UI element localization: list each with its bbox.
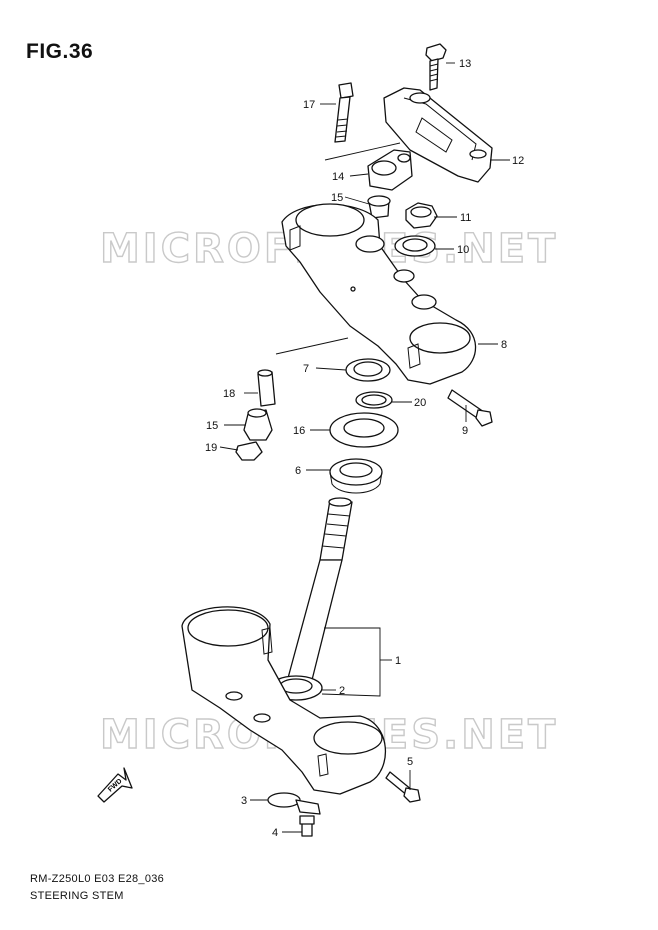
callout-13[interactable]: 13 — [459, 58, 471, 70]
callout-4[interactable]: 4 — [272, 827, 278, 839]
callout-5[interactable]: 5 — [407, 756, 413, 768]
callout-2[interactable]: 2 — [339, 685, 345, 697]
part-1-steering-stem[interactable] — [287, 497, 353, 681]
figure-title: FIG.36 — [26, 40, 94, 63]
part-15-damper-upper[interactable] — [367, 195, 391, 219]
part-6-bearing[interactable] — [329, 458, 383, 494]
part-18-cap-tube[interactable] — [257, 369, 276, 407]
callout-20[interactable]: 20 — [414, 397, 426, 409]
callout-7[interactable]: 7 — [303, 363, 309, 375]
callout-8[interactable]: 8 — [501, 339, 507, 351]
callout-12[interactable]: 12 — [512, 155, 524, 167]
part-17-bolt[interactable] — [334, 82, 354, 143]
drawing-code: RM-Z250L0 E03 E28_036 — [30, 873, 165, 885]
callout-19[interactable]: 19 — [205, 442, 217, 454]
part-15-damper-lower[interactable] — [243, 408, 273, 441]
callout-10[interactable]: 10 — [457, 244, 469, 256]
part-11-stem-nut[interactable] — [405, 202, 438, 229]
fwd-arrow-icon: FWD — [97, 767, 133, 803]
part-5-pinch-bolt[interactable] — [385, 771, 421, 803]
part-7-bearing-race[interactable] — [345, 358, 391, 382]
callout-6[interactable]: 6 — [295, 465, 301, 477]
part-12-handlebar-clamp[interactable] — [383, 87, 493, 183]
part-1-lower-bracket[interactable] — [181, 606, 387, 795]
dashline-17-14 — [324, 142, 401, 161]
callout-1[interactable]: 1 — [395, 655, 401, 667]
part-9-pinch-bolt[interactable] — [447, 389, 493, 427]
callout-11[interactable]: 11 — [460, 212, 471, 224]
part-16-dust-seal[interactable] — [329, 412, 399, 448]
part-10-washer[interactable] — [394, 235, 436, 257]
part-20-o-ring[interactable] — [355, 391, 393, 409]
part-4-bolt[interactable] — [299, 815, 315, 837]
callout-18[interactable]: 18 — [223, 388, 235, 400]
part-13-bolt[interactable] — [425, 43, 447, 91]
part-3-hose-clamp[interactable] — [267, 792, 321, 815]
part-19-bush[interactable] — [235, 441, 263, 461]
leader-lines — [219, 62, 510, 833]
callout-17[interactable]: 17 — [303, 99, 315, 111]
callout-3[interactable]: 3 — [241, 795, 247, 807]
part-14-clamp-holder[interactable] — [367, 149, 413, 191]
callout-15-upper[interactable]: 15 — [331, 192, 343, 204]
callout-labels: 13 17 12 14 15 11 10 8 7 20 18 9 15 16 1… — [205, 58, 524, 839]
callout-16[interactable]: 16 — [293, 425, 305, 437]
assembly-name: STEERING STEM — [30, 890, 124, 902]
callout-9[interactable]: 9 — [462, 425, 468, 437]
part-8-upper-bracket[interactable] — [281, 203, 477, 385]
callout-14[interactable]: 14 — [332, 171, 344, 183]
dashline-8-18 — [275, 337, 349, 355]
callout-15-lower[interactable]: 15 — [206, 420, 218, 432]
